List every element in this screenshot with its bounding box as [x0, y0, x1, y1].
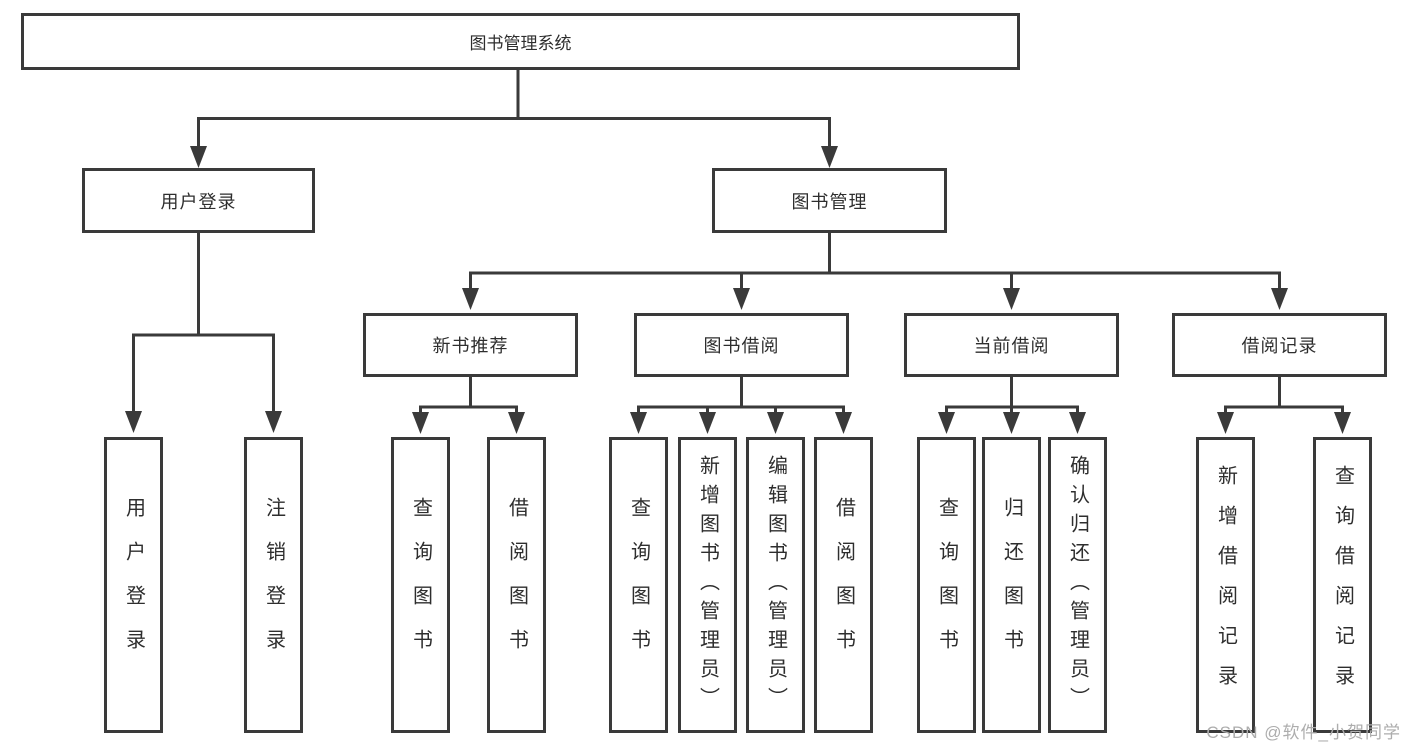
node-label: 图书管理系统	[469, 34, 572, 53]
leaf-label: 注销登录	[262, 497, 285, 673]
leaf-edit-books-admin: 编辑图书（管理员）	[746, 437, 805, 733]
node-current-borrowing: 当前借阅	[904, 313, 1119, 377]
leaf-add-books-admin: 新增图书（管理员）	[678, 437, 737, 733]
leaf-label: 借阅图书	[832, 497, 855, 673]
node-user-login-group: 用户登录	[82, 168, 315, 233]
leaf-confirm-return-admin: 确认归还（管理员）	[1048, 437, 1107, 733]
leaf-borrow-books: 借阅图书	[814, 437, 873, 733]
leaf-query-books: 查询图书	[917, 437, 976, 733]
leaf-label: 查询图书	[409, 497, 432, 673]
node-new-book-recommendation: 新书推荐	[363, 313, 578, 377]
node-library-management-system: 图书管理系统	[21, 13, 1020, 70]
leaf-label: 新增借阅记录	[1214, 465, 1237, 705]
leaf-label: 查询借阅记录	[1331, 465, 1354, 705]
leaf-query-books: 查询图书	[609, 437, 668, 733]
leaf-label: 归还图书	[1000, 497, 1023, 673]
watermark: CSDN @软件_小贺同学	[1206, 723, 1401, 742]
leaf-label: 查询图书	[935, 497, 958, 673]
leaf-return-books: 归还图书	[982, 437, 1041, 733]
node-label: 图书借阅	[703, 336, 780, 356]
node-label: 新书推荐	[432, 336, 509, 356]
node-label: 图书管理	[791, 191, 868, 212]
leaf-query-borrow-record: 查询借阅记录	[1313, 437, 1372, 733]
leaf-label: 确认归还（管理员）	[1066, 454, 1089, 716]
leaf-add-borrow-record: 新增借阅记录	[1196, 437, 1255, 733]
node-label: 当前借阅	[973, 336, 1050, 356]
node-label: 借阅记录	[1241, 336, 1318, 356]
leaf-borrow-books: 借阅图书	[487, 437, 546, 733]
leaf-label: 借阅图书	[505, 497, 528, 673]
node-borrowing-records: 借阅记录	[1172, 313, 1387, 377]
leaf-logout: 注销登录	[244, 437, 303, 733]
leaf-label: 编辑图书（管理员）	[764, 454, 787, 716]
leaf-label: 用户登录	[122, 497, 145, 673]
leaf-query-books: 查询图书	[391, 437, 450, 733]
node-book-borrowing: 图书借阅	[634, 313, 849, 377]
leaf-label: 新增图书（管理员）	[696, 454, 719, 716]
leaf-user-login: 用户登录	[104, 437, 163, 733]
node-label: 用户登录	[160, 191, 237, 212]
node-book-management: 图书管理	[712, 168, 947, 233]
leaf-label: 查询图书	[627, 497, 650, 673]
